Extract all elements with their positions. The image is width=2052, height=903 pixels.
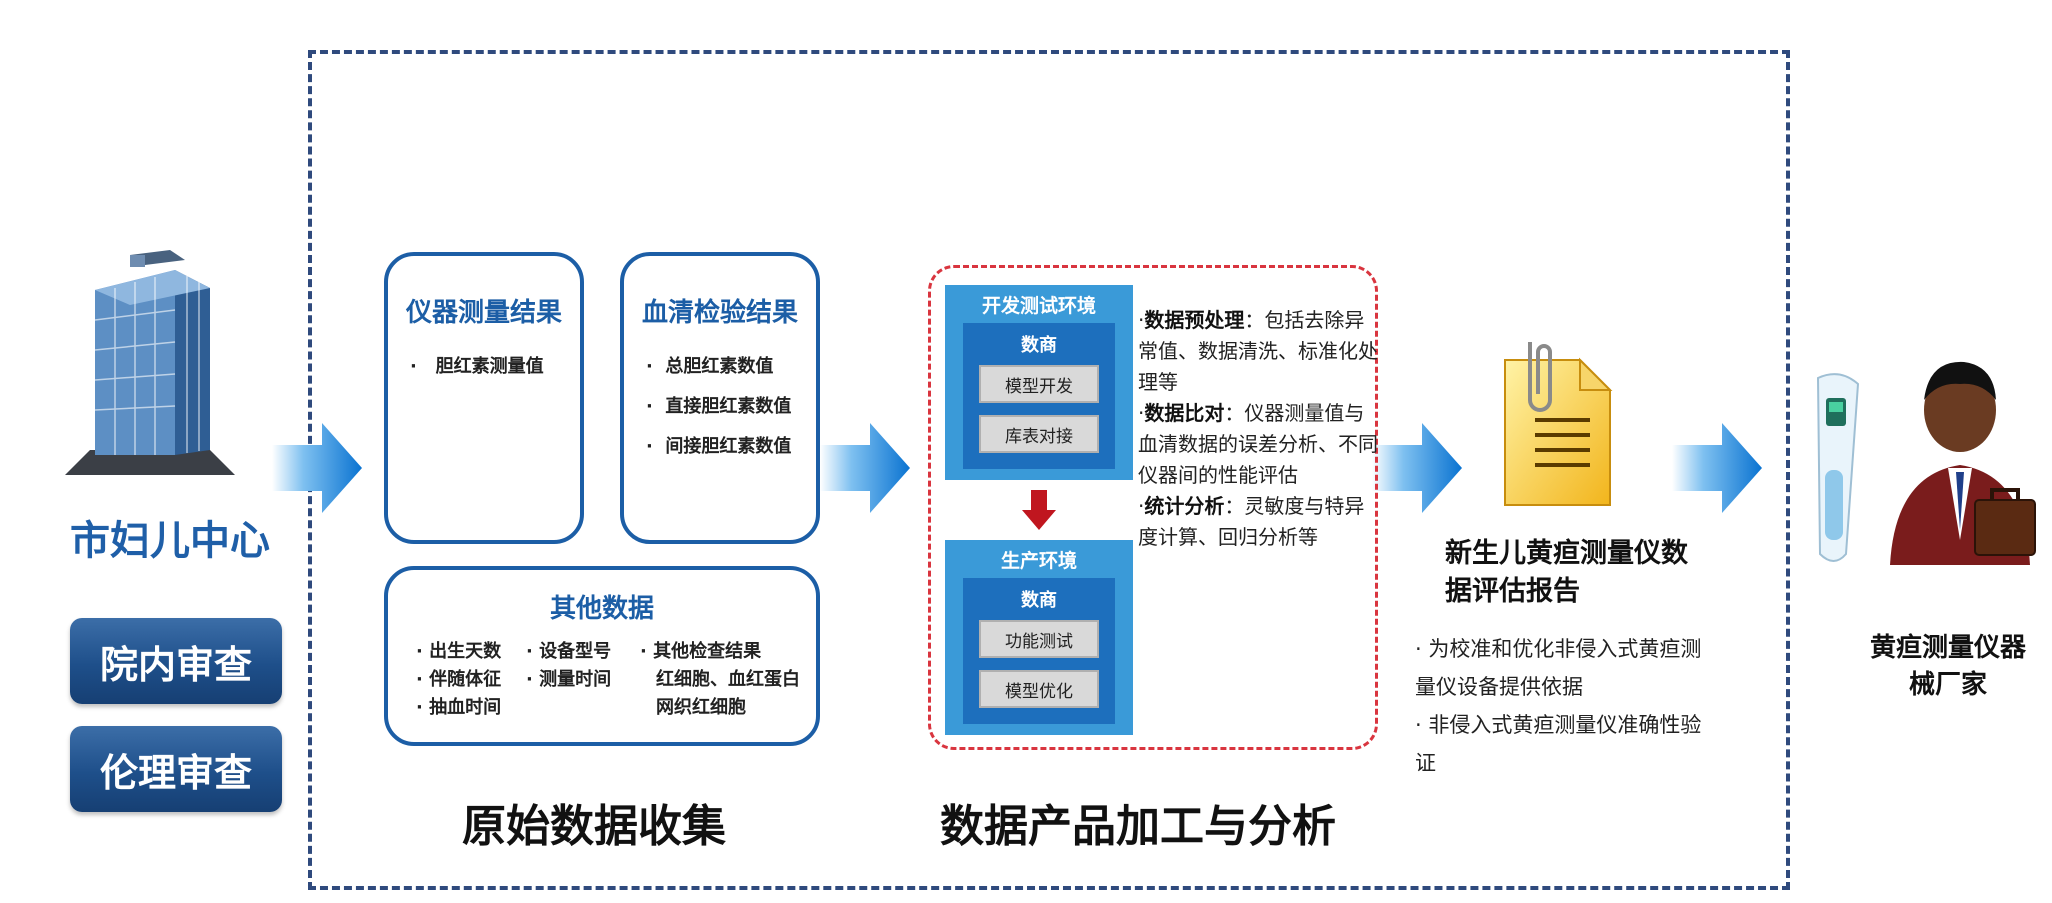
arrow-right-icon [1672,423,1762,517]
serum-item: 总胆红素数值 [665,356,774,377]
other-item: 网织红细胞 [656,697,746,718]
description-item: ·数据比对：仪器测量值与血清数据的误差分析、不同仪器间的性能评估 [1138,401,1378,487]
document-icon [1495,340,1615,510]
description-label: 数据预处理 [1144,308,1245,332]
instrument-item: 胆红素测量值 [435,356,544,377]
org-name: 市妇儿中心 [70,518,270,564]
other-col-1: · 出生天数 · 伴随体征 · 抽血时间 [416,638,501,722]
processing-env-frame [928,265,1378,750]
serum-box-title: 血清检验结果 [641,298,798,328]
description-text: ：灵敏度与特异度计算、回归分析等 [1138,494,1365,549]
other-item: 抽血时间 [429,697,502,718]
report-title: 新生儿黄疸测量仪数据评估报告 [1445,538,1688,607]
maker-label: 黄疸测量仪器械厂家 [1869,633,2026,700]
description-label: 统计分析 [1144,494,1225,518]
model-dev-button[interactable]: 模型开发 [979,365,1099,403]
prod-env-title: 生产环境 [1000,550,1077,572]
other-item: 红细胞、血红蛋白 [656,669,800,690]
list-item: · 设备型号 [526,641,612,662]
other-item: 伴随体征 [429,669,502,690]
list-item: · 非侵入式黄疸测量仪准确性验证 [1415,713,1702,775]
list-item: · 抽血时间 [416,697,502,718]
processing-descriptions: ·数据预处理：包括去除异常值、数据清洗、标准化处理等 ·数据比对：仪器测量值与血… [1138,305,1378,553]
other-col-2: · 设备型号 · 测量时间 [526,638,611,694]
serum-item: 直接胆红素数值 [665,396,792,417]
instrument-box-title: 仪器测量结果 [405,298,562,328]
list-item: · 测量时间 [526,669,612,690]
arrow-right-icon [272,423,362,517]
description-text: ：包括去除异常值、数据清洗、标准化处理等 [1138,308,1378,394]
serum-list: · 总胆红素数值 · 直接胆红素数值 · 间接胆红素数值 [624,347,816,467]
table-connect-button[interactable]: 库表对接 [979,415,1099,453]
model-optimize-button[interactable]: 模型优化 [979,670,1099,708]
arrow-right-icon [820,423,910,517]
arrow-right-icon [1372,423,1462,517]
description-item: ·统计分析：灵敏度与特异度计算、回归分析等 [1138,494,1365,549]
list-item: · 直接胆红素数值 [646,396,792,417]
function-test-button[interactable]: 功能测试 [979,620,1099,658]
arrow-down-icon [1022,490,1056,534]
collection-section-title: 原始数据收集 [462,801,726,852]
list-item: · 出生天数 [416,641,502,662]
other-item: 其他检查结果 [653,641,762,662]
thermometer-icon [1800,370,1870,570]
instrument-result-box: 仪器测量结果 · 胆红素测量值 [384,252,584,544]
serum-result-box: 血清检验结果 · 总胆红素数值 · 直接胆红素数值 · 间接胆红素数值 [620,252,820,544]
list-item: · 其他检查结果 [640,641,762,662]
dev-env-title: 开发测试环境 [981,295,1096,317]
ethics-review-button[interactable]: 伦理审查 [70,726,282,812]
prod-env-box: 生产环境 数商 功能测试 模型优化 [945,540,1133,735]
list-item: · 胆红素测量值 [410,356,544,377]
description-text: ：仪器测量值与血清数据的误差分析、不同仪器间的性能评估 [1138,401,1378,487]
dev-inner-title: 数商 [1021,335,1057,356]
report-bullets: · 为校准和优化非侵入式黄疸测量仪设备提供依据 · 非侵入式黄疸测量仪准确性验证 [1415,630,1715,782]
dev-inner-box: 数商 模型开发 库表对接 [963,323,1115,469]
processing-section-title: 数据产品加工与分析 [940,801,1336,852]
other-col-3: · 其他检查结果 红细胞、血红蛋白 网织红细胞 [640,638,800,722]
building-icon [60,250,240,490]
report-bullet: 非侵入式黄疸测量仪准确性验证 [1415,713,1702,775]
list-item: · 总胆红素数值 [646,356,774,377]
description-item: ·数据预处理：包括去除异常值、数据清洗、标准化处理等 [1138,308,1378,394]
dev-env-box: 开发测试环境 数商 模型开发 库表对接 [945,285,1133,480]
other-item: 测量时间 [539,669,612,690]
prod-inner-title: 数商 [1021,590,1057,611]
description-label: 数据比对 [1144,401,1225,425]
prod-inner-box: 数商 功能测试 模型优化 [963,578,1115,724]
businessman-icon [1880,350,2040,570]
other-item: 设备型号 [539,641,612,662]
report-bullet: 为校准和优化非侵入式黄疸测量仪设备提供依据 [1415,637,1702,699]
other-item: 出生天数 [429,641,502,662]
list-item: · 为校准和优化非侵入式黄疸测量仪设备提供依据 [1415,637,1702,699]
hospital-review-button[interactable]: 院内审查 [70,618,282,704]
other-box-title: 其他数据 [549,594,654,624]
list-item: · 伴随体征 [416,669,502,690]
list-item: · 间接胆红素数值 [646,436,792,457]
serum-item: 间接胆红素数值 [665,436,792,457]
other-data-box: 其他数据 · 出生天数 · 伴随体征 · 抽血时间 · 设备型号 · 测量时间 … [384,566,820,746]
